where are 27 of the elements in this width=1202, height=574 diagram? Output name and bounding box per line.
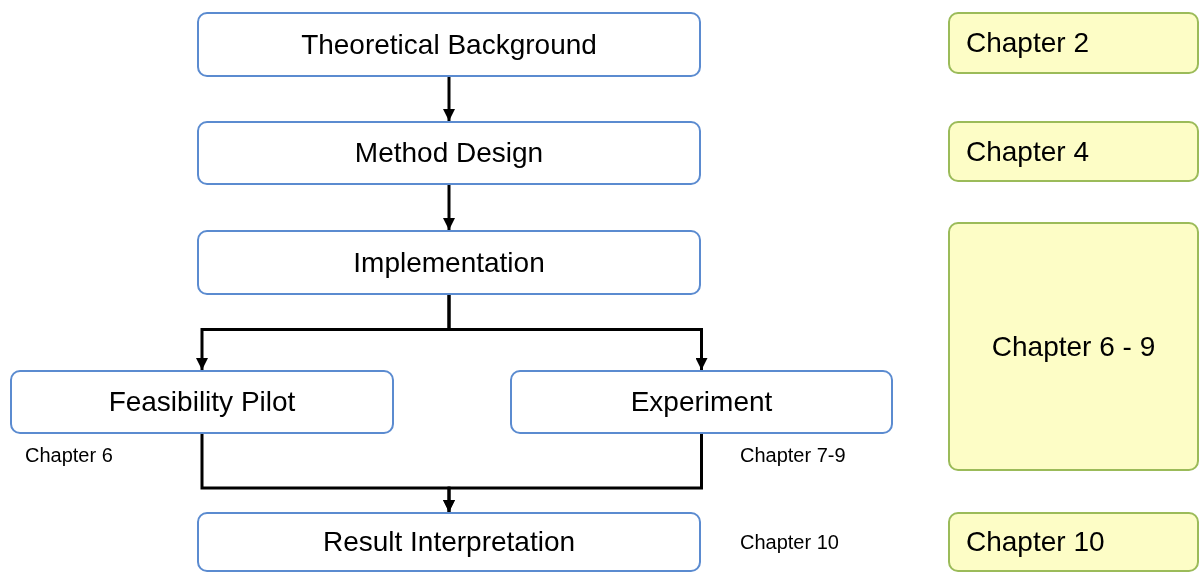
process-box <box>510 370 893 434</box>
chapter-box <box>948 121 1199 182</box>
process-box <box>197 12 701 77</box>
box-label: Theoretical Background <box>301 28 597 61</box>
box-label: Chapter 6 - 9 <box>991 330 1156 363</box>
process-box <box>197 512 701 572</box>
box-label: Method Design <box>354 137 544 169</box>
chapter-box <box>948 12 1199 74</box>
arrow <box>443 185 455 230</box>
chapter-box <box>948 512 1199 572</box>
process-box <box>197 121 701 185</box>
box-label: Experiment <box>630 386 773 418</box>
arrow <box>447 295 708 370</box>
box-label: Feasibility Pilot <box>108 386 296 418</box>
process-box <box>197 230 701 295</box>
box-label: Implementation <box>353 246 545 279</box>
box-label: Chapter 10 <box>966 526 1105 558</box>
chapter-box <box>948 222 1199 471</box>
chapter-note: Chapter 6 <box>25 444 113 467</box>
chapter-note: Chapter 10 <box>740 531 839 554</box>
chapter-note: Chapter 7-9 <box>740 444 846 467</box>
process-box <box>10 370 394 434</box>
box-label: Chapter 2 <box>966 27 1089 59</box>
box-label: Result Interpretation <box>322 526 576 558</box>
arrow <box>443 77 455 121</box>
arrow <box>443 434 703 512</box>
box-label: Chapter 4 <box>966 135 1089 168</box>
